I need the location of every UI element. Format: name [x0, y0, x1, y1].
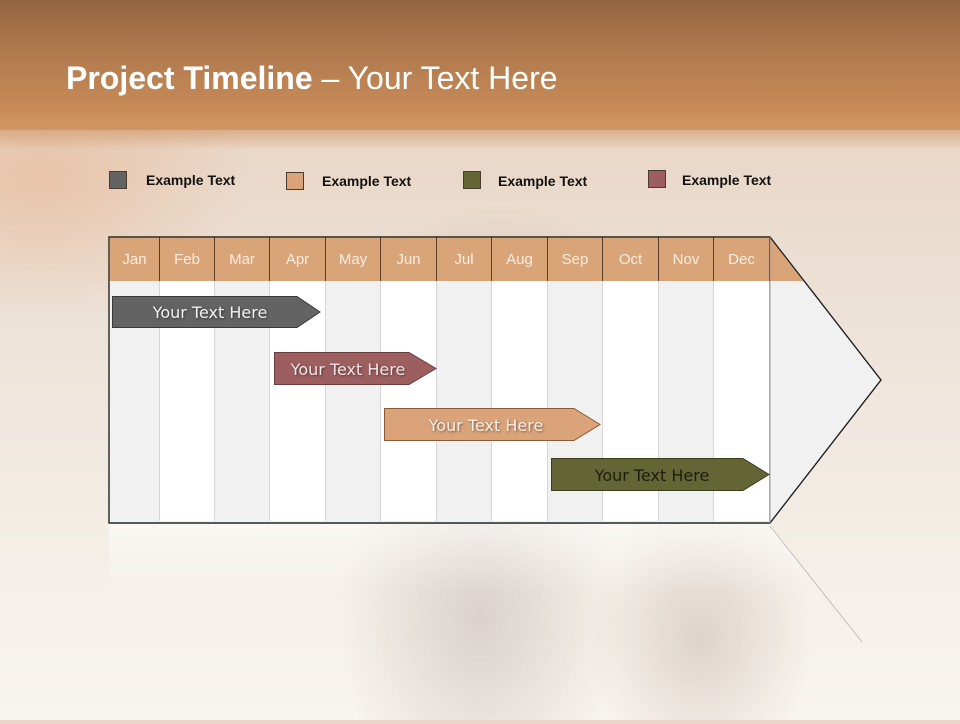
title-band-fade — [0, 120, 960, 150]
task-bar-label: Your Text Here — [290, 359, 406, 379]
month-mar: Mar — [215, 237, 270, 281]
bar-arrow-shape — [112, 296, 321, 328]
month-sep: Sep — [548, 237, 603, 281]
month-column — [437, 281, 492, 521]
task-bar-label: Your Text Here — [428, 415, 544, 435]
legend-label: Example Text — [682, 172, 772, 188]
bar-arrow-shape — [551, 458, 770, 491]
legend-label: Example Text — [498, 173, 588, 189]
month-jul: Jul — [437, 237, 492, 281]
legend-swatch-gray — [109, 171, 127, 189]
month-may: May — [326, 237, 381, 281]
title-rest: – Your Text Here — [312, 60, 558, 96]
month-jan: Jan — [110, 237, 160, 281]
month-oct: Oct — [603, 237, 659, 281]
month-jun: Jun — [381, 237, 437, 281]
task-bar-label: Your Text Here — [594, 465, 710, 485]
legend-label: Example Text — [146, 172, 236, 188]
legend-swatch-rose — [648, 170, 666, 188]
legend-swatch-tan — [286, 172, 304, 190]
month-column — [492, 281, 548, 521]
month-apr: Apr — [270, 237, 326, 281]
legend-label: Example Text — [322, 173, 412, 189]
title-bold: Project Timeline — [66, 60, 313, 96]
month-nov: Nov — [659, 237, 714, 281]
month-feb: Feb — [160, 237, 215, 281]
legend-swatch-olive — [463, 171, 481, 189]
bar-arrow-shape — [384, 408, 601, 441]
month-column — [381, 281, 437, 521]
month-aug: Aug — [492, 237, 548, 281]
task-bar-4[interactable]: Your Text Here — [551, 458, 771, 491]
bar-arrow-shape — [274, 352, 437, 385]
title-band — [0, 0, 960, 130]
task-bar-label: Your Text Here — [152, 302, 268, 322]
task-bar-1[interactable]: Your Text Here — [112, 296, 322, 328]
month-column — [326, 281, 381, 521]
task-bar-2[interactable]: Your Text Here — [274, 352, 438, 385]
task-bar-3[interactable]: Your Text Here — [384, 408, 602, 441]
slide-title: Project Timeline – Your Text Here — [66, 60, 558, 97]
month-dec: Dec — [714, 237, 770, 281]
